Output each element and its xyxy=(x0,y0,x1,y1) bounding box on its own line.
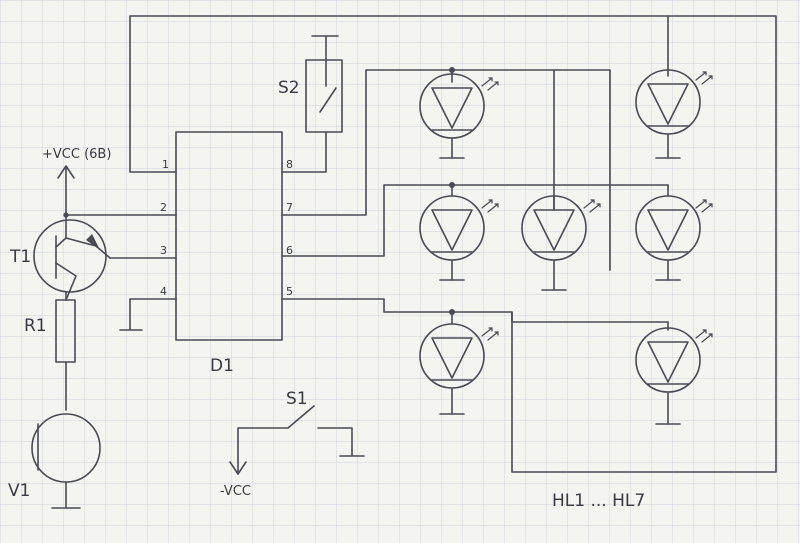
d1-pin-8-label: 8 xyxy=(286,158,293,171)
wire-pin1-top-bus xyxy=(129,15,777,473)
transistor-t1-icon xyxy=(33,214,111,301)
d1-pin-4-label: 4 xyxy=(160,285,167,298)
d1-pin-6-label: 6 xyxy=(286,244,293,257)
led-hl1-icon xyxy=(419,67,499,159)
wire-pin6 xyxy=(281,184,669,257)
d1-pin-5-label: 5 xyxy=(286,285,293,298)
vcc-minus-label: -VCC xyxy=(220,484,251,499)
d1-chip-body xyxy=(175,131,283,341)
switch-s2-icon xyxy=(305,35,343,133)
led-hl3-icon xyxy=(419,182,499,281)
s1-label: S1 xyxy=(286,389,308,409)
source-v1-icon xyxy=(31,413,101,509)
led-hl2-icon xyxy=(635,69,713,159)
t1-label: T1 xyxy=(9,247,31,267)
d1-label: D1 xyxy=(210,356,234,376)
wire-pin8-s2 xyxy=(281,131,327,173)
d1-pin-1-label: 1 xyxy=(162,158,169,171)
led-hl7-icon xyxy=(635,321,713,425)
hl-range-label: HL1 ... HL7 xyxy=(552,491,645,511)
d1-pin-3-label: 3 xyxy=(160,244,167,257)
d1-pin-7-label: 7 xyxy=(286,201,293,214)
led-hl6-icon xyxy=(419,309,499,415)
r1-label: R1 xyxy=(24,316,47,336)
wire-pin7 xyxy=(281,69,611,271)
switch-s1-icon xyxy=(229,405,365,475)
pin-stub-4 xyxy=(119,298,177,331)
d1-pin-2-label: 2 xyxy=(160,201,167,214)
s2-label: S2 xyxy=(278,78,300,98)
led-hl4-icon xyxy=(521,195,601,291)
v1-label: V1 xyxy=(8,481,30,501)
vcc-plus-label: +VCC (6В) xyxy=(42,147,111,162)
resistor-r1-icon xyxy=(55,291,76,411)
led-hl5-icon xyxy=(635,184,713,281)
wire-pin5 xyxy=(281,298,669,323)
